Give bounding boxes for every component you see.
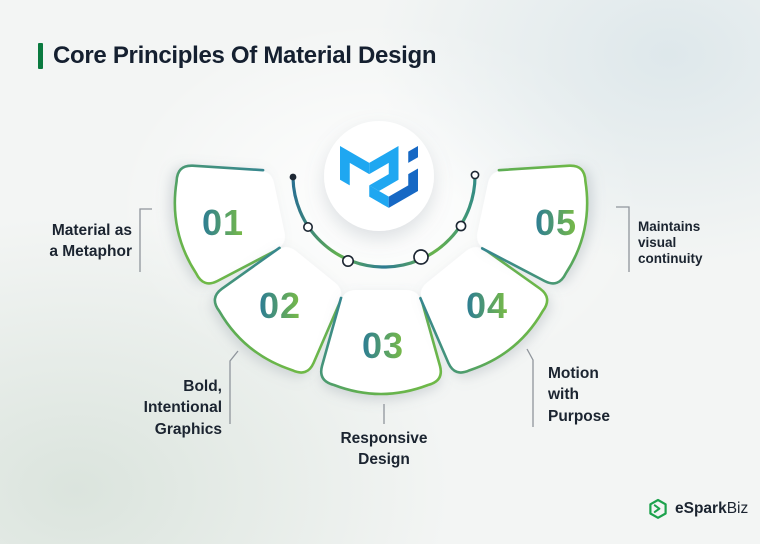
esparkbiz-hexagon-icon — [649, 498, 667, 519]
center-badge — [324, 121, 434, 231]
arc-node-1 — [302, 222, 313, 233]
header: Core Principles Of Material Design — [38, 42, 437, 70]
brand-name-regular: Biz — [726, 500, 749, 517]
label-maintains-visual-continuity: Maintains visual continuity — [638, 219, 703, 266]
connector-04 — [526, 348, 534, 427]
brand-logo: eSparkBiz — [647, 498, 748, 520]
arc-node-4 — [455, 220, 467, 232]
connector-01 — [139, 208, 152, 272]
petal-03 — [319, 290, 443, 396]
step-number-01: 01 — [202, 202, 244, 243]
step-number-05: 05 — [535, 202, 577, 243]
label-connectors — [139, 206, 630, 427]
arc-node-2 — [341, 255, 354, 268]
label-bold-intentional-graphics: Bold, Intentional Graphics — [143, 378, 222, 438]
arc-node-3 — [413, 249, 429, 265]
label-responsive-design: Responsive Design — [340, 430, 428, 469]
connector-05 — [616, 206, 630, 272]
page-title: Core Principles Of Material Design — [53, 42, 437, 69]
step-number-03: 03 — [362, 325, 404, 366]
petal-04 — [419, 246, 549, 374]
arc-node-end — [470, 170, 480, 180]
title-accent-bar — [38, 43, 43, 69]
petal-fan — [173, 164, 589, 396]
petal-01 — [173, 164, 285, 285]
progress-arc — [289, 170, 480, 269]
petal-05 — [477, 164, 589, 285]
petal-02 — [213, 246, 343, 374]
label-motion-with-purpose: Motion with Purpose — [548, 365, 611, 425]
label-material-as-a-metaphor: Material as a Metaphor — [49, 222, 132, 261]
step-number-04: 04 — [466, 285, 508, 326]
arc-node-start — [289, 173, 297, 181]
step-number-02: 02 — [259, 285, 301, 326]
brand-name: eSparkBiz — [675, 500, 748, 518]
connector-02 — [229, 350, 239, 424]
brand-name-bold: eSpark — [675, 500, 727, 517]
